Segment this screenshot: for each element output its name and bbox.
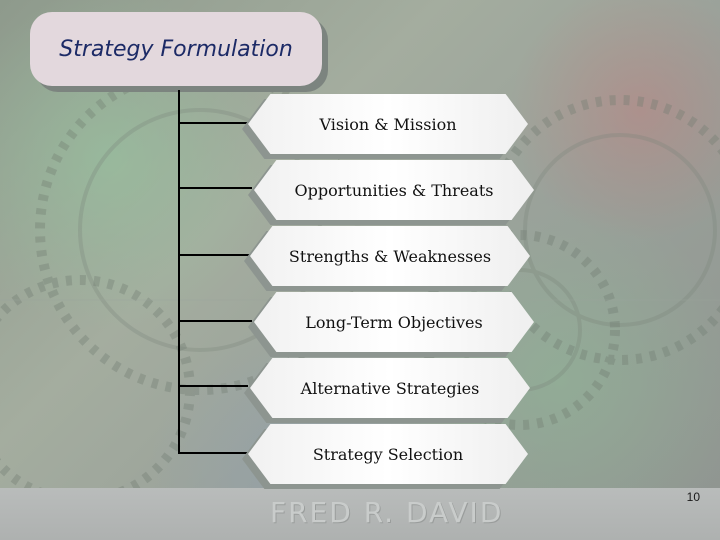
footer-author: FRED R. DAVID (270, 496, 504, 529)
connector-4 (178, 320, 252, 322)
step-shape: Opportunities & Threats (254, 160, 534, 220)
connector-6 (178, 452, 248, 454)
footer-band (0, 488, 720, 540)
step-label: Strengths & Weaknesses (288, 246, 492, 266)
page-number: 10 (686, 490, 700, 504)
step-shape: Strengths & Weaknesses (250, 226, 530, 286)
step-long-term-objectives: Long-Term Objectives (248, 292, 534, 357)
slide-title: Strategy Formulation (59, 36, 293, 62)
title-box: Strategy Formulation (30, 12, 322, 86)
step-strategy-selection: Strategy Selection (242, 424, 528, 489)
step-opportunities-threats: Opportunities & Threats (248, 160, 534, 225)
step-vision-mission: Vision & Mission (242, 94, 528, 159)
connector-3 (178, 254, 252, 256)
step-shape: Alternative Strategies (250, 358, 530, 418)
step-label: Strategy Selection (312, 444, 464, 464)
step-label: Alternative Strategies (300, 378, 480, 398)
step-alternative-strategies: Alternative Strategies (244, 358, 530, 423)
step-shape: Long-Term Objectives (254, 292, 534, 352)
step-label: Opportunities & Threats (294, 180, 494, 200)
step-strengths-weaknesses: Strengths & Weaknesses (244, 226, 530, 291)
step-label: Long-Term Objectives (305, 312, 483, 332)
connector-2 (178, 187, 252, 189)
diagram-spine (178, 90, 180, 454)
connector-1 (178, 122, 252, 124)
connector-5 (178, 385, 248, 387)
step-label: Vision & Mission (319, 114, 457, 134)
step-shape: Vision & Mission (248, 94, 528, 154)
step-shape: Strategy Selection (248, 424, 528, 484)
